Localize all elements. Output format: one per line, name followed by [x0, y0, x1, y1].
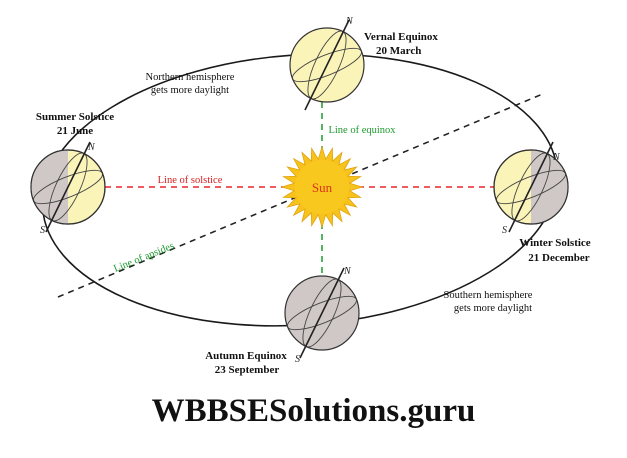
- globe-vernal: N: [289, 16, 365, 111]
- pole-n-winter: N: [552, 152, 561, 163]
- pole-n-vernal: N: [345, 16, 354, 27]
- watermark-text: WBBSESolutions.guru: [151, 393, 476, 429]
- winter-date: 21 December: [528, 252, 590, 264]
- sun-label: Sun: [312, 180, 333, 195]
- north-note-line2: gets more daylight: [151, 85, 229, 96]
- vernal-date: 20 March: [376, 45, 421, 57]
- winter-name: Winter Solstice: [519, 237, 591, 249]
- equinox-line-label: Line of equinox: [328, 125, 396, 136]
- apsides-line-label: Line of apsides: [112, 241, 176, 275]
- autumn-name: Autumn Equinox: [205, 350, 287, 362]
- autumn-date: 23 September: [215, 364, 280, 376]
- summer-name: Summer Solstice: [36, 111, 114, 123]
- north-note-line1: Northern hemisphere: [146, 72, 235, 83]
- sun: Sun: [280, 145, 364, 229]
- pole-n-autumn: N: [343, 266, 352, 277]
- globe-summer: N S: [30, 141, 106, 236]
- pole-s-summer: S: [40, 225, 45, 236]
- pole-n-summer: N: [87, 142, 96, 153]
- vernal-name: Vernal Equinox: [364, 31, 438, 43]
- pole-s-autumn: S: [295, 354, 300, 365]
- summer-date: 21 June: [57, 125, 93, 137]
- globe-autumn: N S: [284, 266, 360, 365]
- sun-core: [295, 160, 349, 214]
- solstice-line-label: Line of solstice: [158, 175, 223, 186]
- south-note-line2: gets more daylight: [454, 303, 532, 314]
- south-note-line1: Southern hemisphere: [444, 290, 533, 301]
- globe-winter: N S: [493, 141, 569, 236]
- pole-s-winter: S: [502, 225, 507, 236]
